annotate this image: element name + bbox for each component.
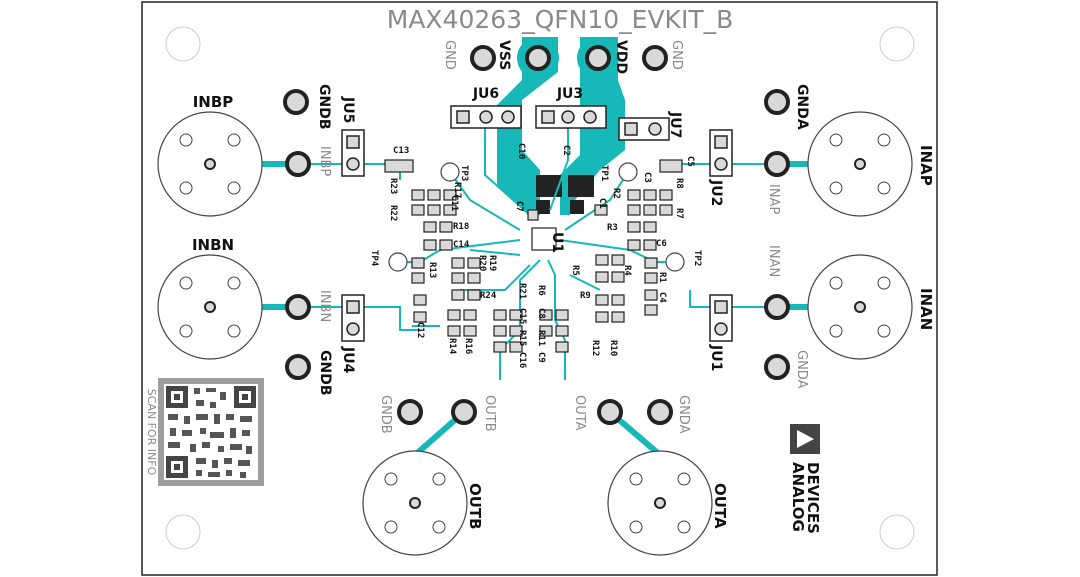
label-inap-light: INAP [766,184,781,214]
refdes-r16: R16 [463,338,473,354]
label-outa-light: OUTA [572,395,587,431]
refdes-r2: R2 [611,188,621,199]
label-ju6: JU6 [472,86,499,102]
refdes-c10: C10 [516,143,526,159]
refdes-r21: R21 [517,283,527,299]
sma-inbn [157,254,263,360]
refdes-c14: C14 [453,240,470,250]
refdes-c11: C11 [449,195,459,211]
refdes-r1: R1 [657,272,667,283]
refdes-r4: R4 [622,265,632,276]
label-u1: U1 [549,232,565,253]
refdes-c16: C16 [517,352,527,368]
label-ju1: JU1 [708,344,724,371]
horizontal-labels: INBP INBN JU6 JU3 C13 R18 C14 R24 R9 R3 … [192,86,667,301]
refdes-r19: R19 [487,255,497,271]
label-gnda-bottom: GNDA [794,350,809,389]
label-tp1: TP1 [599,165,609,181]
refdes-c1: C1 [597,198,607,209]
refdes-c9: C9 [536,352,546,363]
label-ju3: JU3 [556,86,583,102]
logo-analog: ANALOG [789,462,807,532]
refdes-c13: C13 [393,146,409,156]
label-inbn-light: INBN [317,290,332,322]
adi-logo [790,424,820,454]
smd-components [384,159,683,353]
test-point-pads [283,37,790,425]
label-inan: INAN [917,288,935,330]
label-gndb-top: GNDB [316,84,332,130]
label-vdd: VDD [613,40,629,74]
label-tp3: TP3 [459,165,469,181]
refdes-c6: C6 [656,239,667,249]
refdes-r18: R18 [453,222,469,232]
refdes-r13: R13 [427,262,437,278]
label-gndb-out: GNDB [378,395,393,434]
label-inap: INAP [917,145,935,186]
refdes-c12: C12 [415,322,425,338]
refdes-c4: C4 [657,292,667,303]
label-gnd-right: GND [669,40,684,70]
board-outline [141,1,938,576]
refdes-c3: C3 [642,172,652,183]
jumper-pins [346,110,728,336]
label-outa: OUTA [711,483,729,529]
qr-code [158,378,264,486]
refdes-r5: R5 [570,265,580,276]
refdes-r22: R22 [388,205,398,221]
refdes-r12: R12 [590,340,600,356]
label-tp2: TP2 [692,250,702,266]
sma-inap [807,111,913,217]
label-inbn: INBN [192,236,234,254]
refdes-r6: R6 [536,285,546,296]
label-outb-light: OUTB [482,395,497,432]
label-ju5: JU5 [340,96,356,123]
refdes-r11: R11 [536,330,546,346]
rotated-labels: SCAN FOR INFO ANALOG DEVICES INAP INAN O… [145,40,935,534]
label-gnda-out: GNDA [676,395,691,434]
sma-inbp [157,111,263,217]
sma-outa [607,450,713,556]
adi-triangle-icon [797,430,814,448]
board-title: MAX40263_QFN10_EVKIT_B [387,5,733,34]
refdes-r9: R9 [580,291,591,301]
refdes-c2: C2 [561,145,571,156]
refdes-c5: C5 [685,156,695,167]
refdes-r7: R7 [674,208,684,219]
label-outb: OUTB [466,483,484,530]
refdes-r10: R10 [608,340,618,356]
refdes-r20: R20 [477,255,487,271]
label-gnd-left: GND [442,40,457,70]
logo-devices: DEVICES [804,462,822,534]
sma-inan [807,254,913,360]
sma-outb [362,450,468,556]
refdes-r24: R24 [480,291,497,301]
label-gnda-top: GNDA [794,84,810,130]
refdes-c8: C8 [536,308,546,319]
label-tp4: TP4 [369,250,379,267]
refdes-r3: R3 [607,223,618,233]
refdes-c7: C7 [514,201,524,212]
label-ju7: JU7 [667,111,683,138]
label-inbp: INBP [193,93,234,111]
refdes-r23: R23 [388,178,398,194]
refdes-r17: R17 [452,182,462,198]
refdes-r15: R15 [517,330,527,346]
mounting-holes [165,26,915,550]
label-ju4: JU4 [340,346,356,374]
label-gndb-bottom: GNDB [317,350,333,396]
label-vss: VSS [496,40,512,70]
label-inbp-light: INBP [317,146,332,176]
refdes-r14: R14 [447,338,457,355]
label-ju2: JU2 [708,179,724,206]
refdes-r8: R8 [674,178,684,189]
sma-connectors [157,111,913,556]
qr-caption: SCAN FOR INFO [145,389,158,476]
label-inan-light: INAN [766,245,781,277]
small-tps [388,162,685,272]
refdes-c15: C15 [517,308,527,324]
